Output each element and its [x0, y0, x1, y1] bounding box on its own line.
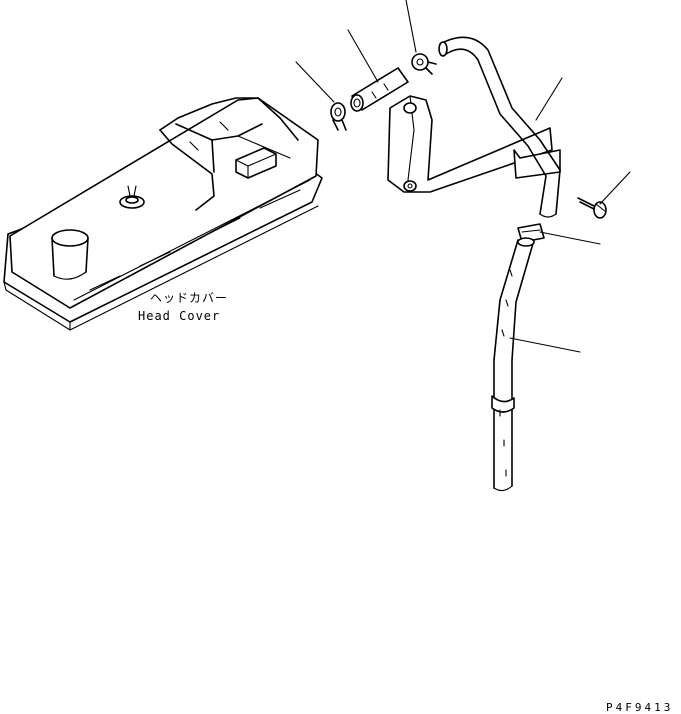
hose-clamp-left	[330, 102, 347, 131]
head-cover-label-jp: ヘッドカバー	[150, 291, 228, 305]
hose-clamp-top	[411, 53, 437, 75]
figure-code: P4F9413	[606, 701, 673, 714]
drain-hose	[491, 237, 535, 492]
breather-tube-upper	[438, 36, 561, 218]
head-cover	[3, 97, 323, 331]
short-hose	[350, 67, 409, 112]
head-cover-label-en: Head Cover	[138, 309, 220, 323]
leader-lines	[295, 0, 631, 353]
bolt	[577, 197, 607, 219]
bracket	[387, 95, 561, 193]
